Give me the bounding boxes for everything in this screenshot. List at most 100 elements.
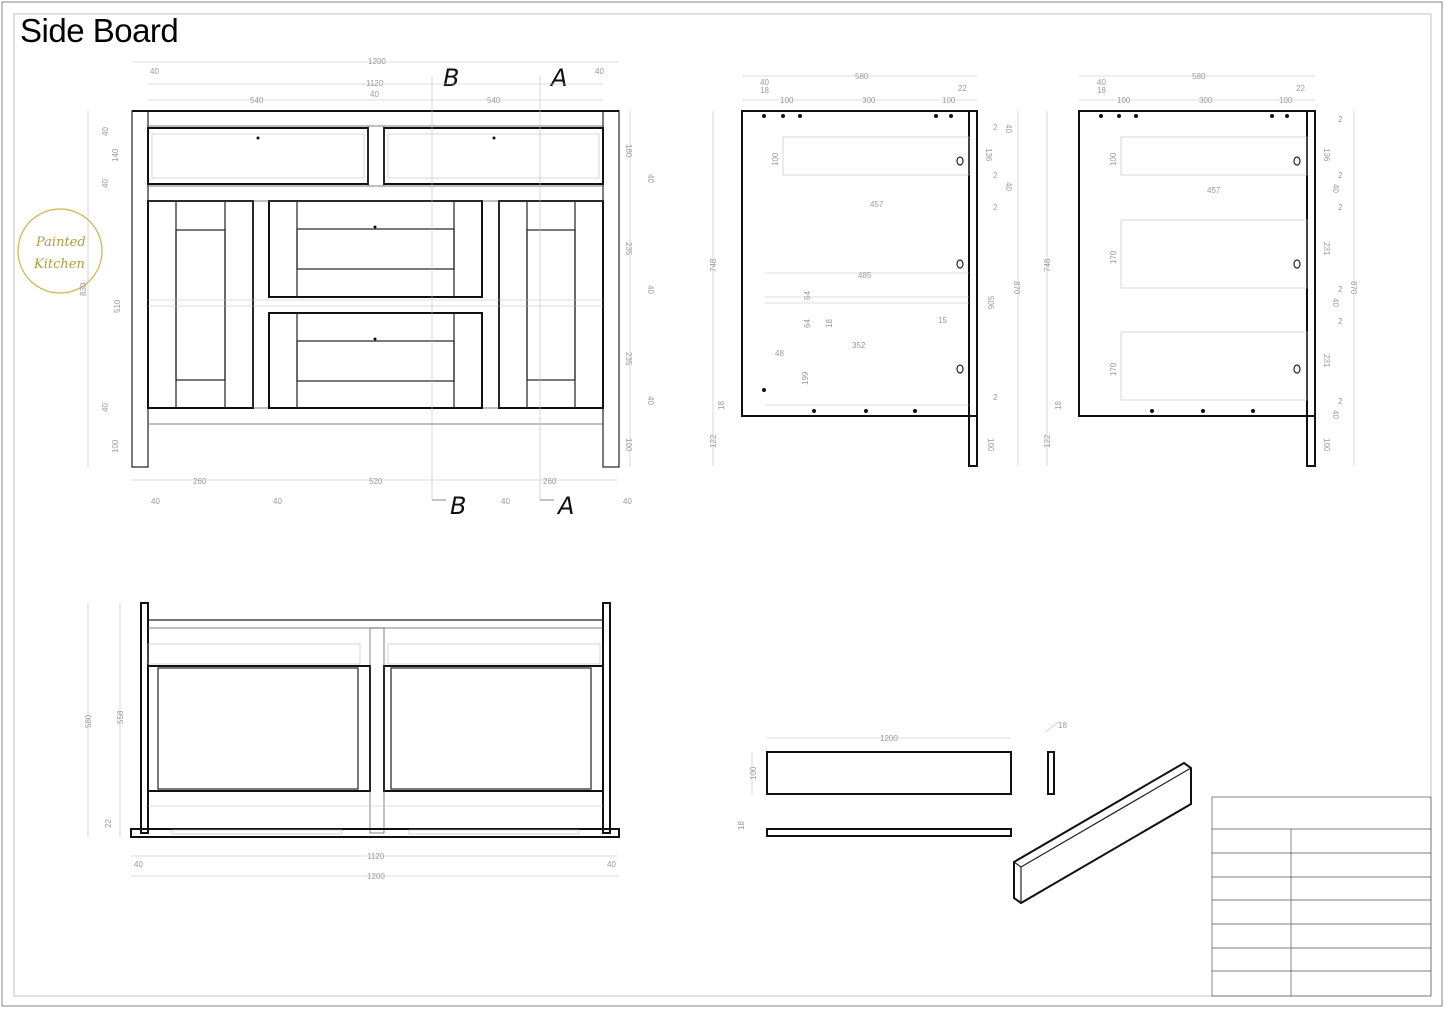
- plan-view: 580 558 22 1120 1200 40 40: [84, 602, 620, 881]
- hinge-a3: [956, 364, 964, 374]
- front-dim-right-0: 180: [624, 144, 633, 158]
- screw-a7: [812, 409, 816, 413]
- side-b-top-3: 18: [1097, 86, 1106, 95]
- front-dim-right-1: 235: [624, 242, 633, 256]
- screw-a8: [864, 409, 868, 413]
- screw-b5: [1285, 114, 1289, 118]
- drawer-box-right: [387, 133, 600, 179]
- plinth-label-0: 1200: [880, 734, 898, 743]
- title-block: [1211, 796, 1432, 997]
- front-dim-right-5: 40: [646, 396, 655, 405]
- side-a-top-2: 40: [760, 78, 769, 87]
- front-dim-left-1: 510: [113, 299, 122, 313]
- screw-b8: [1251, 409, 1255, 413]
- plan-rail-right: [387, 643, 601, 665]
- side-b-front-edge: [1306, 110, 1316, 467]
- side-b-int-0: 457: [1207, 186, 1221, 195]
- side-a-int-5: 64: [803, 319, 812, 328]
- screw-a9: [913, 409, 917, 413]
- screw-b3: [1134, 114, 1138, 118]
- plan-left-0: 580: [84, 714, 93, 728]
- top-drawer-right: [383, 127, 604, 185]
- side-a-right-1: 506: [986, 296, 995, 310]
- plan-front-rail: [130, 828, 620, 838]
- plinth-3d-edge-2: [1020, 767, 1192, 868]
- side-b-right-2: 40: [1331, 184, 1340, 193]
- screw-b4: [1270, 114, 1274, 118]
- center-drawer-lower: [268, 312, 483, 409]
- front-dim-bot-2: 260: [543, 477, 557, 486]
- plan-left-side: [140, 602, 149, 834]
- side-b-int-3: 170: [1109, 362, 1118, 376]
- side-b-right-0: 870: [1349, 281, 1358, 295]
- side-a-left-2: 18: [717, 401, 726, 410]
- sheet-title: Side Board: [20, 12, 179, 49]
- section-label-a-top: A: [549, 64, 567, 92]
- side-b-int-1: 100: [1109, 152, 1118, 166]
- side-b-top-0: 580: [1192, 72, 1206, 81]
- side-b-right-1: 136: [1322, 148, 1331, 162]
- plan-handle-right: [408, 829, 580, 835]
- drawer-handle-right: [492, 136, 496, 140]
- plinth-board-detail: 1200 18 100 18: [737, 721, 1192, 905]
- hinge-b2: [1293, 259, 1301, 269]
- section-label-b-bottom: B: [450, 492, 466, 520]
- drawer-box-left: [151, 133, 365, 179]
- plan-drawer-left-inner: [157, 667, 359, 790]
- side-a-top-1: 22: [958, 84, 967, 93]
- plinth-3d: [1013, 761, 1192, 905]
- side-section-b: 580 22 40 18 100 300 100 457 100 170 170…: [1043, 72, 1358, 467]
- screw-a2: [781, 114, 785, 118]
- side-section-a: 580 22 40 18 100 300 100 457 485 352 48 …: [709, 72, 1021, 467]
- painted-kitchen-logo: Painted Kitchen: [17, 208, 103, 294]
- left-side-panel: [131, 110, 149, 468]
- side-a-right-8: 2: [993, 203, 998, 212]
- handle-lower: [373, 337, 377, 341]
- side-a-right-6: 2: [993, 123, 998, 132]
- screw-a4: [934, 114, 938, 118]
- side-b-right-11: 2: [1338, 285, 1343, 294]
- side-b-right-4: 40: [1331, 298, 1340, 307]
- front-dim-left-4: 40: [101, 179, 110, 188]
- plan-rail-left: [147, 643, 361, 665]
- plan-drawer-left: [147, 665, 371, 792]
- side-b-top-4: 100: [1117, 96, 1131, 105]
- screw-a3: [798, 114, 802, 118]
- side-a-int-6: 18: [825, 319, 834, 328]
- plan-handle-left: [171, 829, 343, 835]
- side-a-front-edge: [968, 110, 978, 467]
- side-a-top-3: 18: [760, 86, 769, 95]
- front-dim-top-6: 540: [487, 96, 501, 105]
- screw-b7: [1201, 409, 1205, 413]
- plinth-top: [766, 828, 1012, 837]
- center-drawer-upper-panel: [296, 228, 455, 270]
- plan-drawer-right: [383, 665, 604, 792]
- side-a-right-7: 2: [993, 171, 998, 180]
- side-a-left-1: 122: [709, 434, 718, 448]
- side-b-right-5: 231: [1322, 354, 1331, 368]
- side-a-right-2: 136: [984, 148, 993, 162]
- center-drawer-upper: [268, 200, 483, 298]
- side-a-top-5: 300: [862, 96, 876, 105]
- side-b-right-13: 2: [1338, 397, 1343, 406]
- plan-bot-1: 1200: [367, 872, 385, 881]
- side-a-int-2: 352: [852, 341, 866, 350]
- side-a-int-4: 64: [803, 291, 812, 300]
- front-dim-top-0: 1200: [368, 57, 386, 66]
- side-a-drawer: [782, 136, 970, 176]
- front-dim-left-2: 140: [111, 148, 120, 162]
- screw-b1: [1099, 114, 1103, 118]
- left-door-panel: [175, 229, 226, 381]
- side-a-int-0: 457: [870, 200, 884, 209]
- side-a-left-0: 748: [709, 258, 718, 272]
- front-dim-left-5: 40: [101, 403, 110, 412]
- side-a-int-9: 199: [801, 371, 810, 385]
- side-b-right-6: 40: [1331, 410, 1340, 419]
- center-drawer-lower-panel: [296, 340, 455, 382]
- front-elevation: B A B A 1200 1120 40 40 40 540 540 260 5…: [79, 57, 655, 520]
- side-b-top-1: 22: [1296, 84, 1305, 93]
- front-dim-top-3: 40: [370, 90, 379, 99]
- section-label-b-top: B: [443, 64, 459, 92]
- front-dim-bot-1: 520: [369, 477, 383, 486]
